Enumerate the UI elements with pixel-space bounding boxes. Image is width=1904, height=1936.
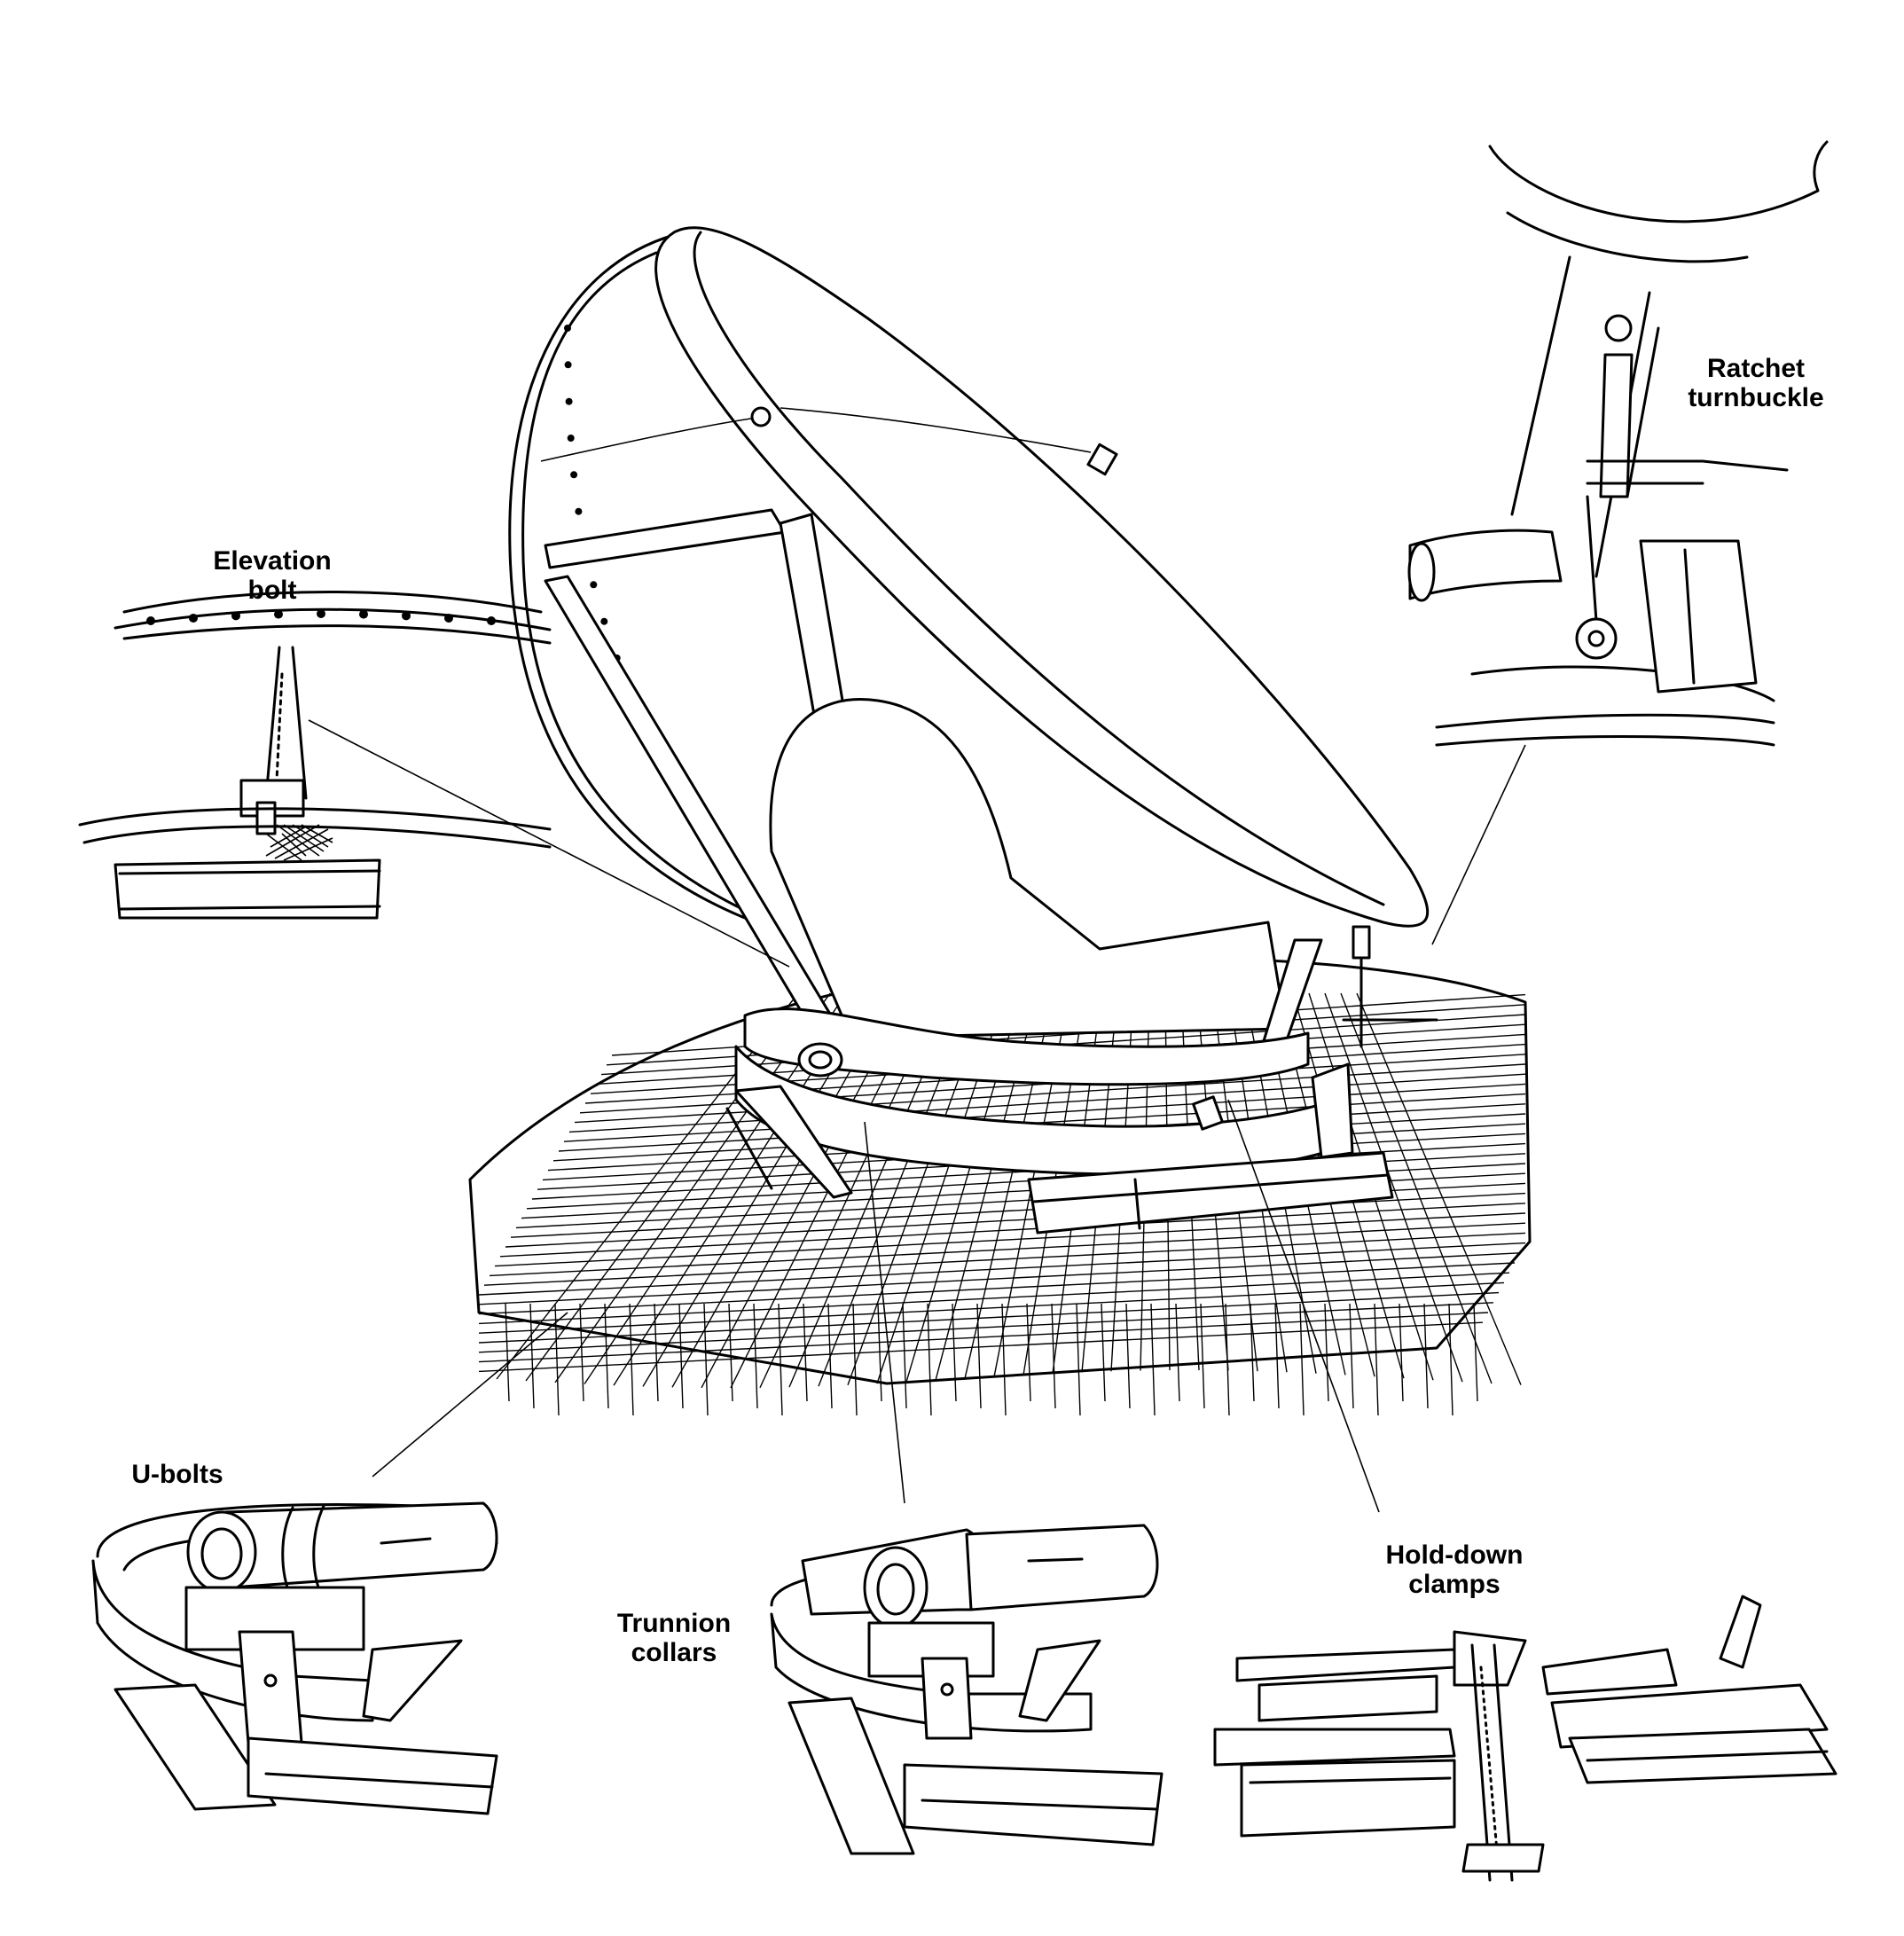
elevation-rim-bolt	[359, 609, 368, 619]
dish-hub	[769, 698, 1288, 1039]
inset-trunnion-collars	[770, 1524, 1164, 1855]
inset-elevation-bolt	[78, 591, 552, 920]
elevation-rim-bolt	[444, 613, 453, 623]
dish-front-rim	[654, 226, 1430, 928]
svg-text:bolt: bolt	[248, 576, 297, 605]
rim-bolt-holes	[564, 325, 731, 882]
elevation-rim-bolt	[146, 616, 155, 625]
label-trunnion-collars: Trunnion collars	[617, 1609, 731, 1667]
inset-u-bolts	[91, 1501, 498, 1815]
dish-rear-rim	[508, 233, 782, 933]
svg-text:Hold-down: Hold-down	[1386, 1540, 1524, 1570]
leader-lines	[308, 719, 1526, 1513]
base-i-beam	[1027, 1151, 1394, 1234]
label-u-bolts: U-bolts	[131, 1460, 223, 1489]
svg-text:collars: collars	[631, 1638, 717, 1667]
rim-bolt-hole	[565, 397, 573, 405]
rim-bolt-hole	[570, 471, 578, 479]
rim-bolt-hole	[575, 507, 583, 515]
rim-bolt-hole	[564, 361, 572, 369]
rim-bolt-hole	[564, 325, 571, 332]
rim-bolt-hole	[600, 617, 608, 625]
svg-text:Ratchet: Ratchet	[1707, 354, 1805, 383]
label-ratchet-turnbuckle: Ratchet turnbuckle	[1688, 354, 1823, 412]
rim-bolt-hole	[590, 581, 598, 589]
elevation-rim-bolt	[274, 609, 283, 619]
svg-text:Elevation: Elevation	[213, 546, 331, 576]
elevation-mesh	[265, 824, 333, 861]
svg-text:U-bolts: U-bolts	[131, 1460, 223, 1489]
elevation-rim-bolt	[231, 611, 240, 621]
rim-bolt-hole	[567, 435, 575, 442]
elevation-rim-bolt	[317, 609, 325, 618]
label-hold-down-clamps: Hold-down clamps	[1386, 1540, 1524, 1599]
elevation-rim-bolt	[487, 616, 496, 625]
base-ring-top	[743, 1007, 1310, 1086]
svg-text:turnbuckle: turnbuckle	[1688, 383, 1823, 412]
svg-text:clamps: clamps	[1408, 1570, 1500, 1599]
inset-hold-down-clamps	[1213, 1595, 1837, 1882]
mount-base	[725, 925, 1438, 1234]
dish-support-frame	[544, 508, 1323, 1057]
trunnion-collar-marker	[797, 1042, 843, 1078]
elevation-rim-bolt	[402, 611, 411, 621]
svg-text:Trunnion: Trunnion	[617, 1609, 731, 1638]
inset-ratchet-turnbuckle	[1407, 140, 1829, 747]
label-elevation-bolt: Elevation bolt	[213, 546, 331, 605]
elevation-rim-bolt	[189, 613, 198, 623]
